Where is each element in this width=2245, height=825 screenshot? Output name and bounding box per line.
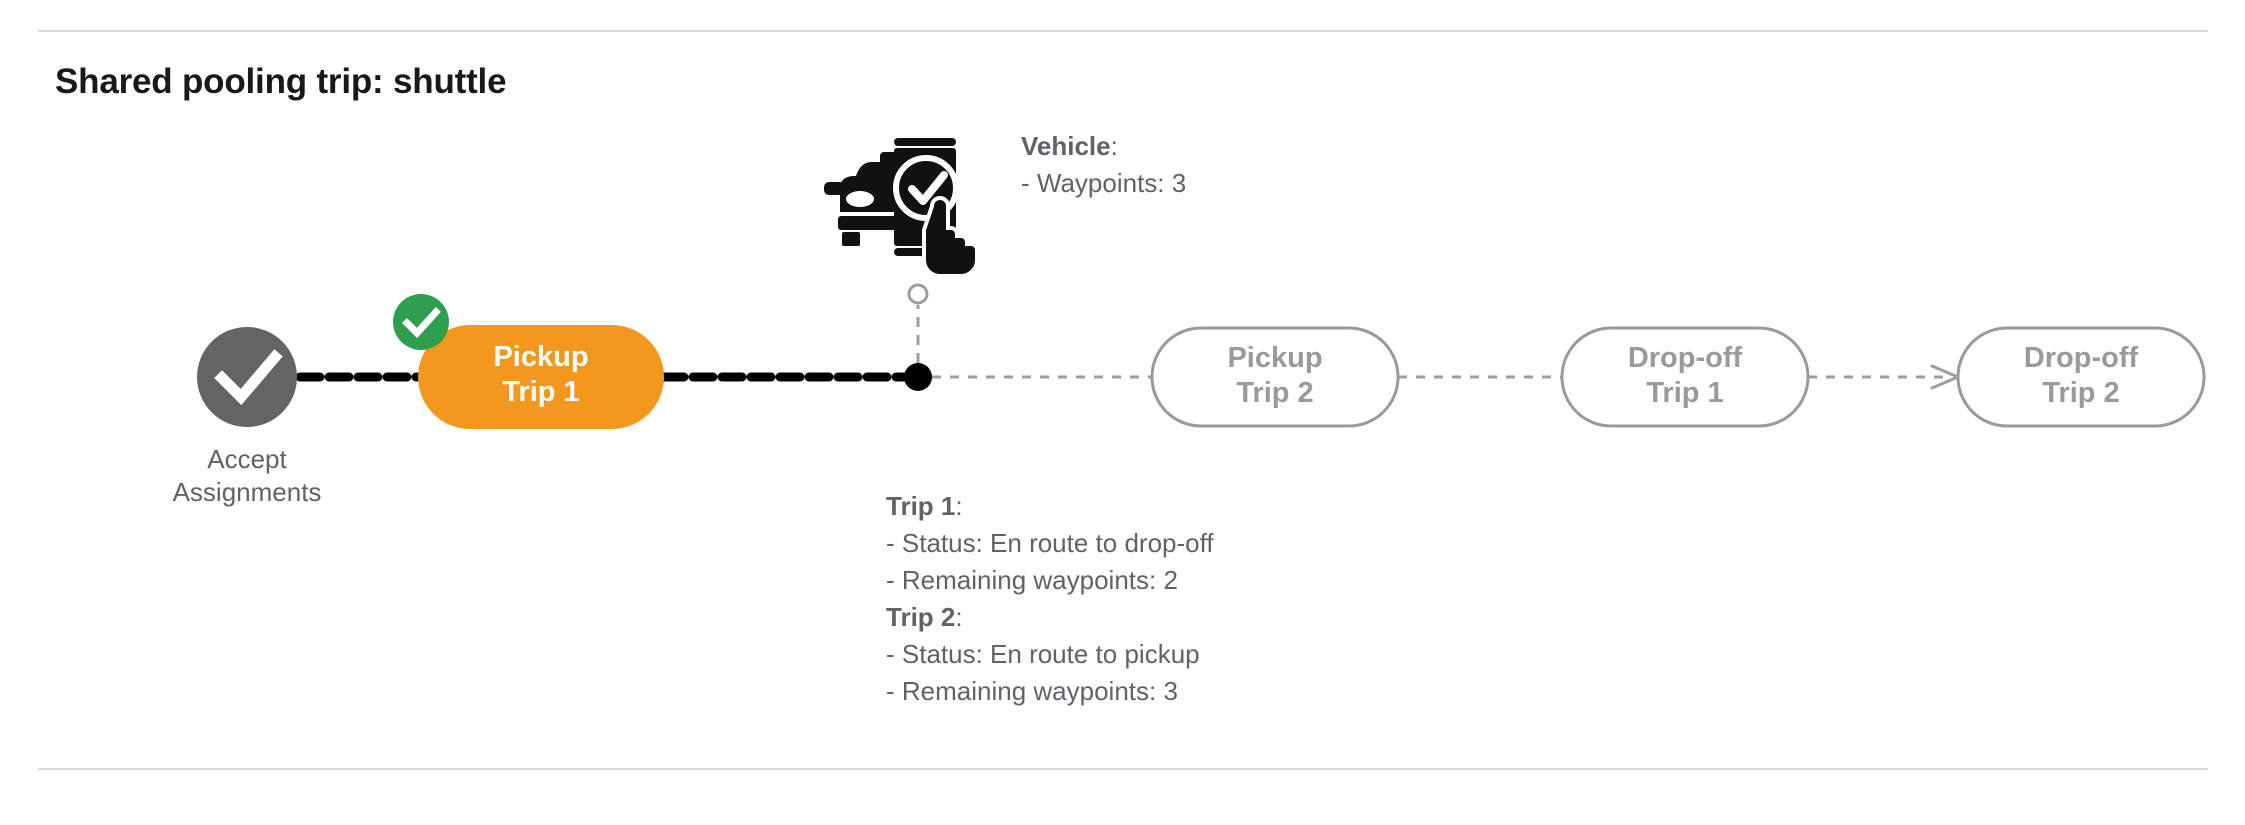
check-circle-icon <box>197 327 297 427</box>
trip-2-annotation-heading-suffix: : <box>955 601 963 632</box>
start-node-accept-assignments[interactable] <box>197 327 297 427</box>
trip-1-annotation-status: - Status: En route to drop-off <box>886 527 1214 558</box>
pickup-trip-1-pill <box>418 325 664 429</box>
node-drop-off-trip-2[interactable] <box>1956 326 2206 428</box>
badge-check-mark-icon <box>402 307 441 339</box>
divider-top <box>38 30 2208 32</box>
trip-1-annotation-heading-suffix: : <box>955 491 963 521</box>
divider-bottom <box>38 768 2208 770</box>
trip-2-annotation-status: - Status: En route to pickup <box>886 638 1200 669</box>
page-title: Shared pooling trip: shuttle <box>55 62 507 101</box>
drop-off-trip-1-pill <box>1560 326 1810 428</box>
vehicle-position-marker[interactable] <box>904 283 932 391</box>
trip-1-annotation-waypoints: - Remaining waypoints: 2 <box>886 564 1178 595</box>
trip-2-annotation-waypoints: - Remaining waypoints: 3 <box>886 675 1178 706</box>
vehicle-position-dot <box>904 363 932 391</box>
trip-2-annotation-heading: Trip 2: <box>886 599 1214 636</box>
trip-1-annotation-heading: Trip 1: <box>886 488 1214 525</box>
node-pickup-trip-2[interactable] <box>1150 326 1400 428</box>
node-drop-off-trip-1[interactable] <box>1560 326 1810 428</box>
vehicle-annotation-line-1: - Waypoints: 3 <box>1021 167 1187 198</box>
vehicle-annotation-heading-text: Vehicle <box>1021 131 1111 161</box>
vehicle-annotation: Vehicle: - Waypoints: 3 <box>1021 128 1186 202</box>
vehicle-annotation-heading: Vehicle: <box>1021 128 1186 165</box>
vehicle-phone-check-icon <box>824 138 979 278</box>
drop-off-trip-2-pill <box>1956 326 2206 428</box>
pickup-trip-2-pill <box>1150 326 1400 428</box>
trip-1-annotation-heading-text: Trip 1 <box>886 491 956 521</box>
trip-2-annotation-heading-text: Trip 2 <box>886 601 956 632</box>
vehicle-leader-endpoint-icon <box>907 283 929 305</box>
node-pickup-trip-1[interactable] <box>418 325 664 429</box>
vehicle-annotation-heading-suffix: : <box>1110 131 1118 161</box>
check-mark-icon <box>214 349 283 406</box>
check-badge-icon <box>393 294 449 350</box>
trips-annotation: Trip 1: - Status: En route to drop-off -… <box>886 488 1214 709</box>
completed-badge <box>393 294 449 350</box>
